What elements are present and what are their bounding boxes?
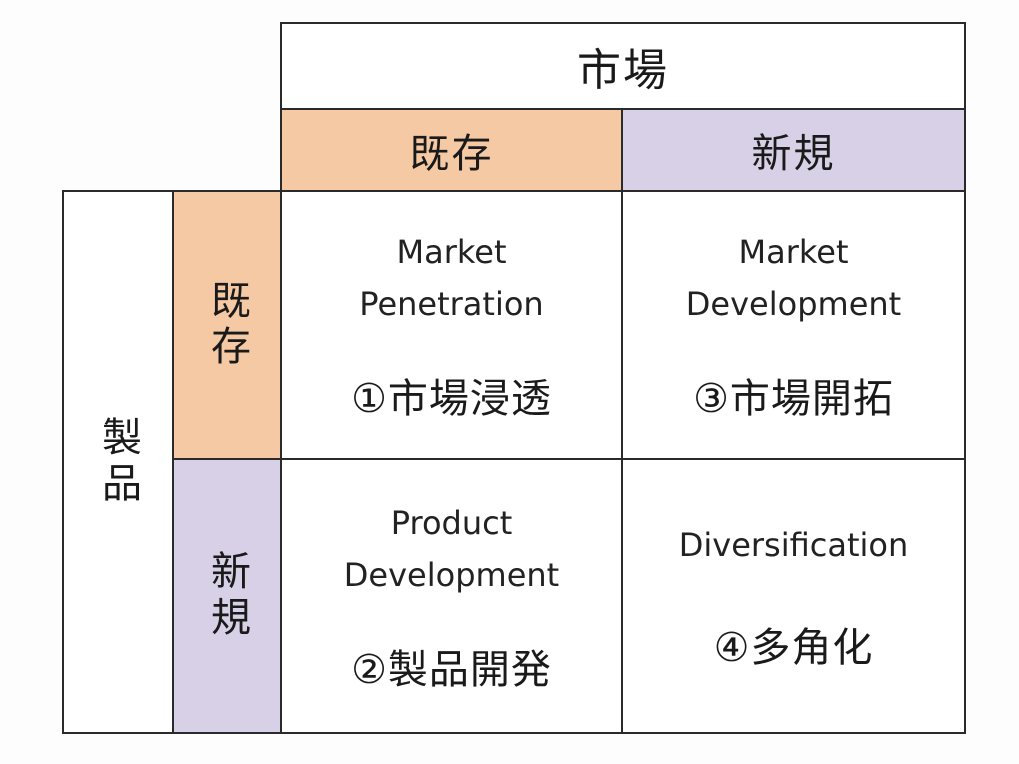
product-axis-title: 製品 — [62, 190, 174, 734]
market-existing-header: 既存 — [280, 108, 623, 192]
quadrant-product-development: Product Development ②製品開発 — [280, 458, 623, 734]
quadrant-en-line1: Diversification — [678, 526, 909, 564]
market-new-label: 新規 — [751, 131, 836, 177]
market-new-header: 新規 — [621, 108, 966, 192]
quadrant-market-penetration: Market Penetration ①市場浸透 — [280, 190, 623, 460]
market-existing-label: 既存 — [409, 131, 494, 177]
product-existing-header: 既存 — [172, 190, 282, 460]
quadrant-jp-label: ④多角化 — [713, 625, 874, 671]
product-new-header: 新規 — [172, 458, 282, 734]
product-title-text: 製品 — [95, 416, 141, 508]
quadrant-market-development: Market Development ③市場開拓 — [621, 190, 966, 460]
market-title-text: 市場 — [577, 45, 669, 96]
quadrant-en-line1: Product — [390, 504, 513, 542]
quadrant-jp-label: ③市場開拓 — [693, 376, 894, 422]
quadrant-en-line2: Penetration — [359, 285, 544, 323]
quadrant-en-line2: Development — [343, 556, 560, 594]
quadrant-diversification: Diversification ④多角化 — [621, 458, 966, 734]
product-existing-label: 既存 — [204, 279, 250, 371]
quadrant-jp-label: ②製品開発 — [351, 647, 552, 693]
quadrant-jp-label: ①市場浸透 — [351, 376, 552, 422]
quadrant-en-line1: Market — [396, 233, 507, 271]
quadrant-en-line1: Market — [738, 233, 849, 271]
market-axis-title: 市場 — [280, 22, 966, 110]
product-new-label: 新規 — [204, 550, 250, 642]
quadrant-en-line2: Development — [685, 285, 902, 323]
